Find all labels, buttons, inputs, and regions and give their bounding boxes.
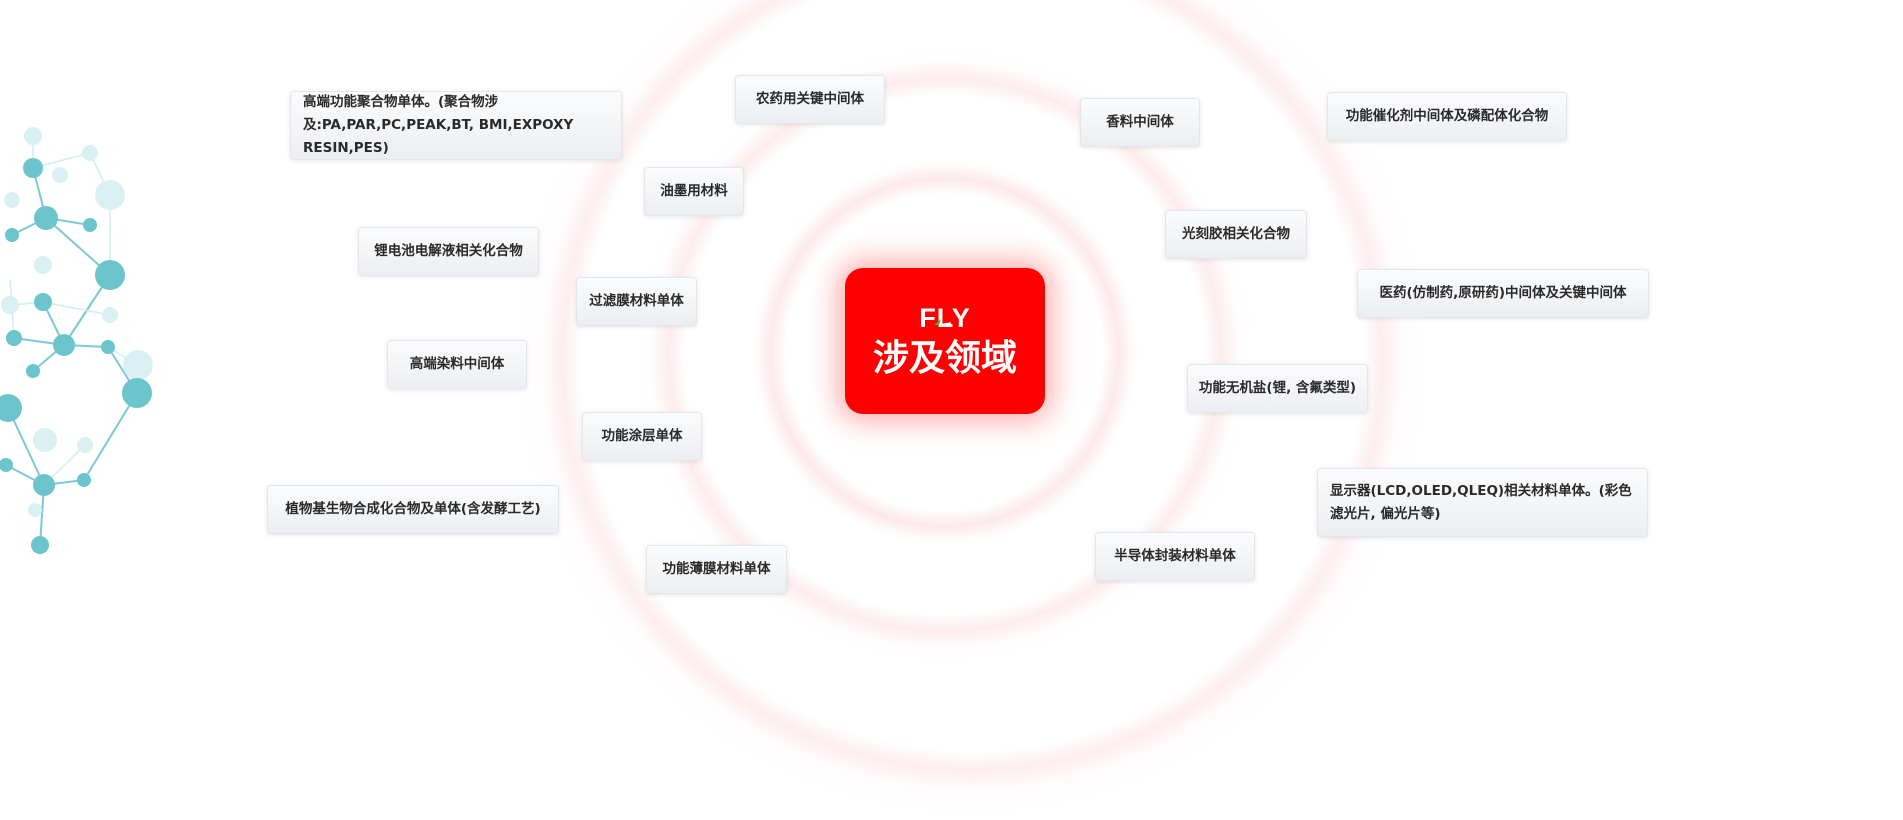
tag-pharma-intermediate: 医药(仿制药,原研药)中间体及关键中间体 bbox=[1357, 269, 1649, 318]
tag-ink-material: 油墨用材料 bbox=[644, 167, 744, 216]
tag-fragrance-intermediate: 香料中间体 bbox=[1080, 98, 1200, 147]
tag-lithium-electrolyte: 锂电池电解液相关化合物 bbox=[358, 227, 539, 276]
tag-thin-film-monomer: 功能薄膜材料单体 bbox=[646, 545, 787, 594]
tag-filter-membrane-monomer: 过滤膜材料单体 bbox=[576, 277, 697, 326]
center-title: 涉及领域 bbox=[872, 338, 1017, 379]
leaf-check-icon bbox=[934, 319, 952, 326]
tag-coating-monomer: 功能涂层单体 bbox=[582, 412, 702, 461]
tag-dye-intermediate: 高端染料中间体 bbox=[387, 340, 527, 389]
tag-semiconductor-packaging: 半导体封装材料单体 bbox=[1095, 532, 1255, 581]
tag-display-monomer: 显示器(LCD,OLED,QLEQ)相关材料单体。(彩色滤光片, 偏光片等) bbox=[1317, 468, 1648, 537]
center-domain-card: FLY 涉及领域 bbox=[845, 268, 1045, 414]
tag-pesticide-intermediate: 农药用关键中间体 bbox=[735, 75, 885, 124]
tag-plant-biosynthesis: 植物基生物合成化合物及单体(含发酵工艺) bbox=[267, 485, 559, 534]
fly-logo: FLY bbox=[919, 303, 971, 333]
tag-polymer-monomer: 高端功能聚合物单体。(聚合物涉及:PA,PAR,PC,PEAK,BT, BMI,… bbox=[290, 91, 622, 160]
tag-photoresist-compound: 光刻胶相关化合物 bbox=[1165, 210, 1307, 259]
logo-text: FLY bbox=[919, 303, 971, 333]
tag-inorganic-salt: 功能无机盐(锂, 含氟类型) bbox=[1187, 364, 1368, 413]
tag-catalyst-intermediate: 功能催化剂中间体及磷配体化合物 bbox=[1327, 92, 1567, 141]
molecule-network-icon bbox=[0, 127, 153, 554]
